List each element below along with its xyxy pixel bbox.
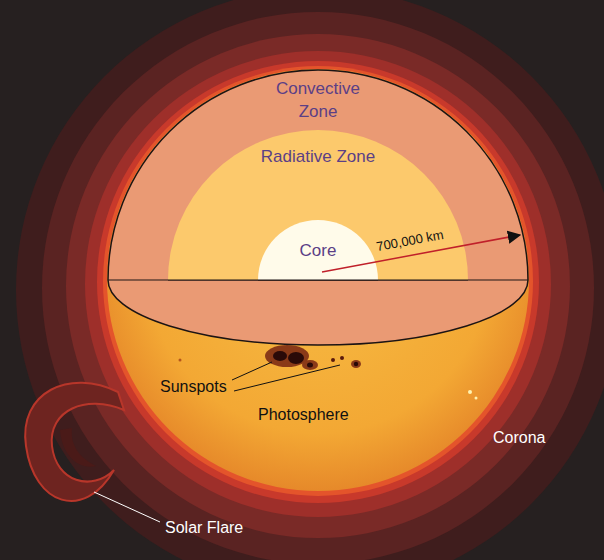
zone-name: Core [278, 240, 358, 263]
flare-shadow [60, 428, 96, 467]
facula [468, 390, 472, 394]
core-region: Core [258, 220, 378, 280]
chromosphere [103, 66, 533, 496]
photosphere-label: Photosphere [258, 405, 349, 424]
facula [475, 397, 478, 400]
corona-layer [42, 12, 594, 560]
zone-text-box: Radiative Zone [258, 146, 378, 169]
sunspot-small [340, 356, 344, 360]
cut-line [108, 279, 528, 280]
leader-line [232, 362, 272, 380]
sunspot-umbra [307, 363, 313, 368]
leader-line [94, 492, 160, 522]
cut-line [258, 279, 378, 280]
corona-label: Corona [493, 428, 545, 447]
zone-text-box: Core [278, 240, 358, 263]
leader-line [234, 365, 340, 391]
zone-fill [108, 70, 528, 345]
corona-layer [66, 34, 570, 538]
zone-text-box: Convective Zone [258, 78, 378, 124]
zone-name: Radiative Zone [258, 146, 378, 169]
cut-line [168, 279, 468, 280]
corona-layer [85, 51, 551, 517]
zone-name: Convective Zone [258, 78, 378, 124]
sunspot-umbra [354, 362, 358, 366]
sunspot-small [179, 359, 182, 362]
sunspot-penumbra [302, 360, 318, 370]
zone-fill [168, 130, 468, 280]
radiative-zone: Radiative ZoneCore [168, 130, 468, 280]
dimension-label: 700,000 km [375, 227, 445, 255]
photosphere-disc [107, 69, 529, 491]
zone-fill [258, 220, 378, 280]
corona-inner [97, 61, 539, 503]
solar-flare-label: Solar Flare [165, 518, 243, 537]
sunspots-label: Sunspots [160, 377, 227, 396]
sunspot-penumbra [351, 360, 361, 368]
sunspot-umbra [288, 352, 304, 364]
sunspot-umbra [273, 351, 287, 361]
sunspot-small [331, 358, 335, 362]
corona-outer [16, 0, 604, 560]
convective-zone: Convective ZoneRadiative ZoneCore [108, 70, 528, 345]
solar-flare-loop [25, 383, 124, 501]
